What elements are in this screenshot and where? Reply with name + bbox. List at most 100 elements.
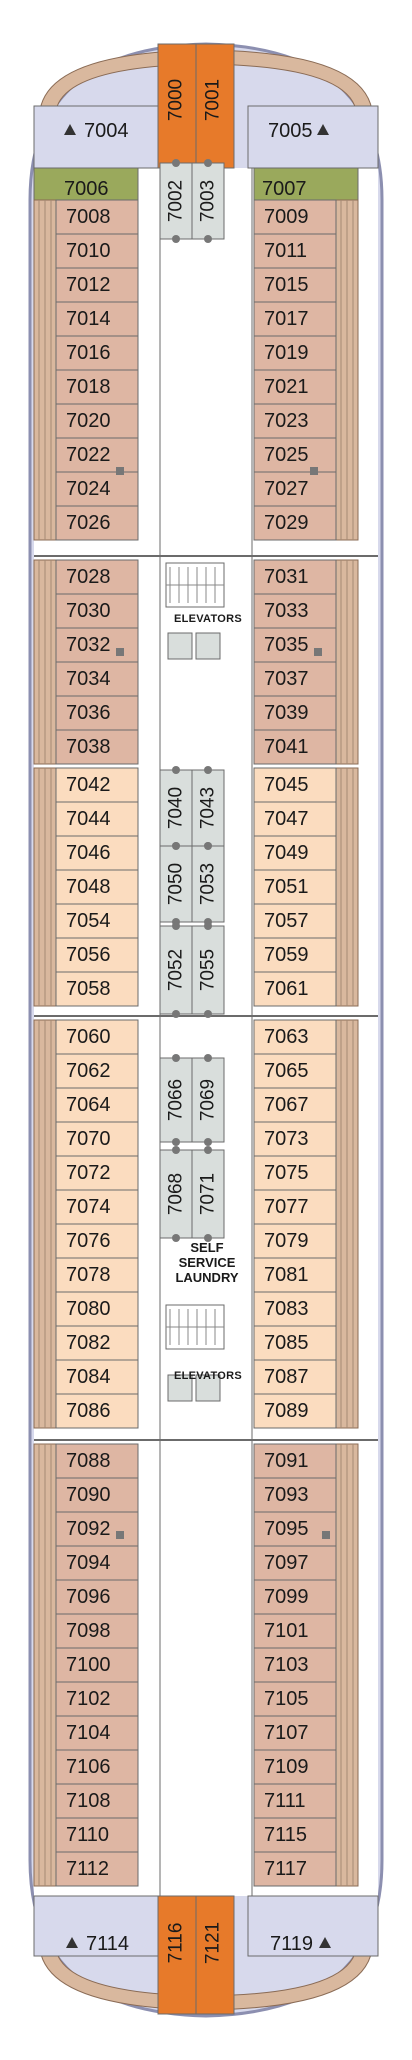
bulkhead-dot xyxy=(172,1234,180,1242)
cabin-7014-shape xyxy=(55,301,139,337)
cabin-7021-shape xyxy=(253,369,337,405)
cabin-7047-shape xyxy=(253,801,337,837)
cabin-7008-shape xyxy=(55,199,139,235)
bulkhead-dot xyxy=(172,1146,180,1154)
cabin-7046-shape xyxy=(55,835,139,871)
cabin-7018-shape xyxy=(55,369,139,405)
cabin-7096-shape xyxy=(55,1579,139,1615)
cabin-7033-shape xyxy=(253,593,337,629)
cabin-7066-shape xyxy=(159,1057,193,1143)
cabin-7085-shape xyxy=(253,1325,337,1361)
accessible-icon xyxy=(116,467,124,475)
bulkhead-dot xyxy=(204,1010,212,1018)
cabin-7071-shape xyxy=(191,1149,225,1239)
cabin-7016-shape xyxy=(55,335,139,371)
cabin-7084-shape xyxy=(55,1359,139,1395)
cabin-7067-shape xyxy=(253,1087,337,1123)
cabin-7093-shape xyxy=(253,1477,337,1513)
cabin-7052-shape xyxy=(159,925,193,1015)
accessible-icon xyxy=(310,467,318,475)
bulkhead-dot xyxy=(204,235,212,243)
cabin-7100-shape xyxy=(55,1647,139,1683)
cabin-7043-shape xyxy=(191,769,225,847)
cabin-7010-shape xyxy=(55,233,139,269)
cabin-7058-shape xyxy=(55,971,139,1007)
bulkhead-dot xyxy=(172,1010,180,1018)
cabin-7105-shape xyxy=(253,1681,337,1717)
cabin-7090-shape xyxy=(55,1477,139,1513)
cabin-7007-shape xyxy=(253,167,359,201)
cabin-7032-shape xyxy=(55,627,139,663)
cabin-7050-shape xyxy=(159,845,193,923)
cabin-7045-shape xyxy=(253,767,337,803)
cabin-7030-shape xyxy=(55,593,139,629)
arrow-up-icon xyxy=(66,1937,78,1948)
cabin-7048-shape xyxy=(55,869,139,905)
bulkhead-dot xyxy=(204,1054,212,1062)
cabin-7022-shape xyxy=(55,437,139,473)
cabin-7109-shape xyxy=(253,1749,337,1785)
cabin-7041-shape xyxy=(253,729,337,765)
cabin-7034-shape xyxy=(55,661,139,697)
cabin-7121-shape xyxy=(195,1895,235,2015)
cabin-7059-shape xyxy=(253,937,337,973)
cabin-7069-shape xyxy=(191,1057,225,1143)
bulkhead-dot xyxy=(204,1146,212,1154)
cabin-7060-shape xyxy=(55,1019,139,1055)
cabin-7110-shape xyxy=(55,1817,139,1853)
cabin-7102-shape xyxy=(55,1681,139,1717)
cabin-7095-shape xyxy=(253,1511,337,1547)
cabin-7106-shape xyxy=(55,1749,139,1785)
cabin-7094-shape xyxy=(55,1545,139,1581)
cabin-7108-shape xyxy=(55,1783,139,1819)
cabin-7037-shape xyxy=(253,661,337,697)
cabin-7044-shape xyxy=(55,801,139,837)
cabin-7083-shape xyxy=(253,1291,337,1327)
cabin-7004-shape xyxy=(33,105,165,169)
bulkhead-dot xyxy=(204,922,212,930)
cabin-7006-shape xyxy=(33,167,139,201)
cabin-7091-shape xyxy=(253,1443,337,1479)
accessible-icon xyxy=(116,648,124,656)
bulkhead-dot xyxy=(172,235,180,243)
arrow-up-icon xyxy=(317,124,329,135)
cabin-7064-shape xyxy=(55,1087,139,1123)
cabin-7112-shape xyxy=(55,1851,139,1887)
bulkhead-dot xyxy=(172,1054,180,1062)
cabin-7089-shape xyxy=(253,1393,337,1429)
cabin-7068-shape xyxy=(159,1149,193,1239)
cabin-7026-shape xyxy=(55,505,139,541)
cabin-7051-shape xyxy=(253,869,337,905)
cabin-7054-shape xyxy=(55,903,139,939)
bulkhead-dot xyxy=(204,159,212,167)
accessible-icon xyxy=(322,1531,330,1539)
cabin-7012-shape xyxy=(55,267,139,303)
cabin-7078-shape xyxy=(55,1257,139,1293)
elevator-car-icon xyxy=(195,1374,221,1402)
cabin-7111-shape xyxy=(253,1783,337,1819)
bulkhead-dot xyxy=(204,842,212,850)
cabin-7097-shape xyxy=(253,1545,337,1581)
cabin-7017-shape xyxy=(253,301,337,337)
cabin-7028-shape xyxy=(55,559,139,595)
cabin-7024-shape xyxy=(55,471,139,507)
cabin-7025-shape xyxy=(253,437,337,473)
accessible-icon xyxy=(116,1531,124,1539)
cabin-7098-shape xyxy=(55,1613,139,1649)
cabin-7057-shape xyxy=(253,903,337,939)
cabin-7081-shape xyxy=(253,1257,337,1293)
cabin-7000-shape xyxy=(157,43,197,169)
cabin-7080-shape xyxy=(55,1291,139,1327)
elevator-car-icon xyxy=(167,632,193,660)
cabin-7104-shape xyxy=(55,1715,139,1751)
cabin-7065-shape xyxy=(253,1053,337,1089)
cabin-7005-shape xyxy=(247,105,379,169)
cabin-7087-shape xyxy=(253,1359,337,1395)
cabin-7040-shape xyxy=(159,769,193,847)
bulkhead-dot xyxy=(172,922,180,930)
bulkhead-dot xyxy=(172,766,180,774)
cabin-7055-shape xyxy=(191,925,225,1015)
cabin-7039-shape xyxy=(253,695,337,731)
cabin-7099-shape xyxy=(253,1579,337,1615)
